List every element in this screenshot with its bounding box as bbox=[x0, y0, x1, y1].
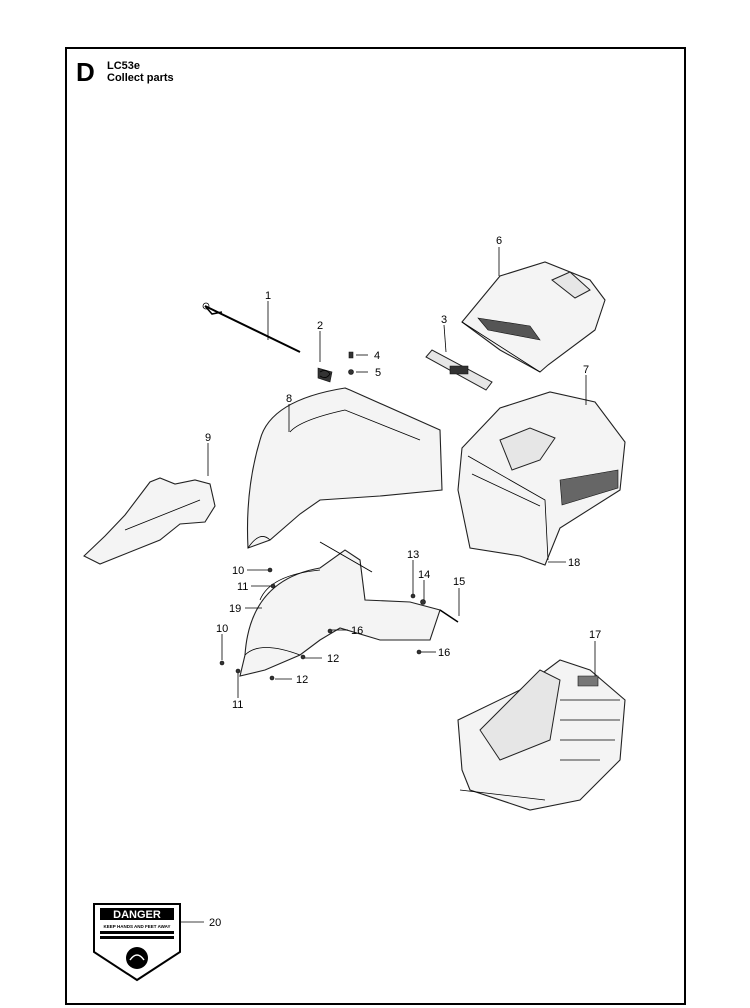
part-19-chute bbox=[239, 549, 441, 677]
callout-11-lower: 11 bbox=[232, 699, 243, 711]
callout-3: 3 bbox=[441, 314, 447, 326]
callout-4: 4 bbox=[374, 350, 380, 362]
callout-13: 13 bbox=[407, 549, 419, 561]
fasteners bbox=[219, 541, 459, 681]
callout-17: 17 bbox=[589, 629, 601, 641]
callout-12: 12 bbox=[327, 653, 339, 665]
part-5-washer bbox=[348, 369, 354, 375]
callout-10-lower: 10 bbox=[216, 623, 228, 635]
decal-warning-line: KEEP HANDS AND FEET AWAY bbox=[104, 924, 171, 929]
part-20-danger-decal: DANGER KEEP HANDS AND FEET AWAY bbox=[93, 903, 181, 982]
callout-16-right: 16 bbox=[438, 647, 450, 659]
leader-lines bbox=[180, 247, 596, 923]
callout-9: 9 bbox=[205, 432, 211, 444]
callout-12-lower: 12 bbox=[296, 674, 308, 686]
part-6-lid bbox=[461, 261, 606, 373]
callout-11: 11 bbox=[237, 581, 248, 593]
diagram-frame bbox=[65, 47, 686, 1005]
callout-15: 15 bbox=[453, 576, 465, 588]
section-title: Collect parts bbox=[107, 72, 174, 84]
part-17-basket bbox=[457, 659, 626, 811]
model-name: LC53e bbox=[107, 60, 141, 72]
callout-1: 1 bbox=[265, 290, 271, 302]
section-letter: D bbox=[76, 57, 95, 87]
callout-labels: 1 2 3 4 5 6 7 8 9 10 11 19 10 11 12 12 1… bbox=[205, 235, 601, 929]
callout-2: 2 bbox=[317, 320, 323, 332]
decal-heading: DANGER bbox=[113, 909, 161, 921]
part-8-deflector bbox=[246, 387, 443, 549]
callout-5: 5 bbox=[375, 367, 381, 379]
part-3-hinge bbox=[425, 349, 493, 391]
part-2-spring bbox=[317, 367, 333, 383]
callout-10: 10 bbox=[232, 565, 244, 577]
part-1-rod bbox=[202, 302, 301, 353]
callout-18: 18 bbox=[568, 557, 580, 569]
part-7-cover bbox=[457, 391, 626, 566]
callout-19: 19 bbox=[229, 603, 241, 615]
callout-20: 20 bbox=[209, 917, 221, 929]
callout-14: 14 bbox=[418, 569, 430, 581]
part-9-side-piece bbox=[83, 477, 216, 565]
callout-16: 16 bbox=[351, 625, 363, 637]
part-4-screw bbox=[348, 351, 354, 359]
callout-8: 8 bbox=[286, 393, 292, 405]
callout-7: 7 bbox=[583, 364, 589, 376]
callout-6: 6 bbox=[496, 235, 502, 247]
